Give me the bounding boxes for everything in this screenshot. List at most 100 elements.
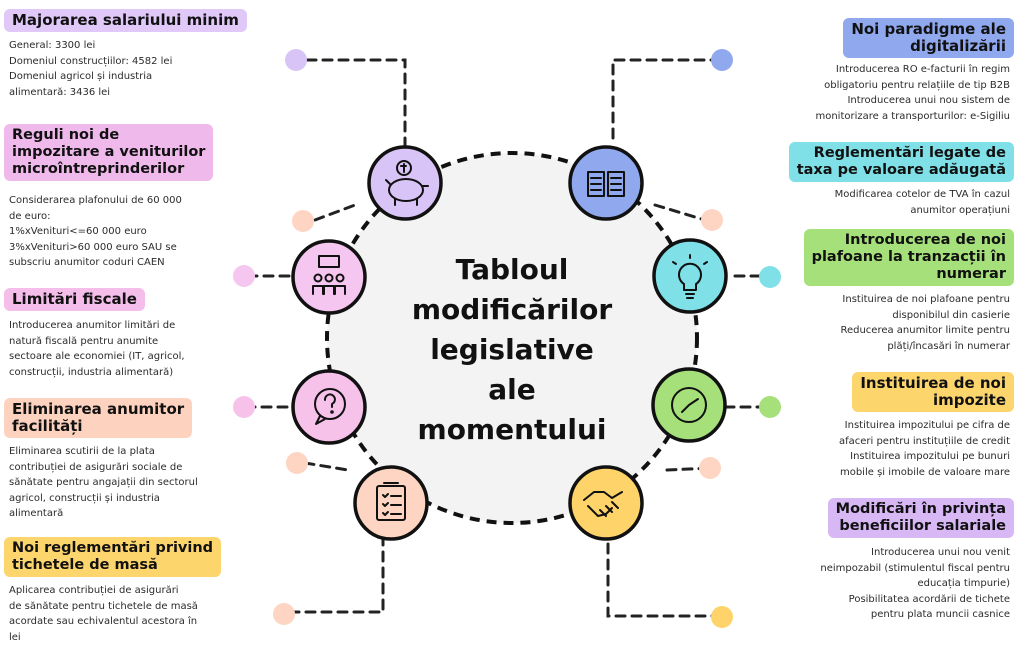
header-line: tichetele de masă: [12, 557, 158, 573]
header-line: Noi paradigme ale: [851, 20, 1006, 38]
body-line: contribuției de asigurări sociale de: [9, 461, 183, 473]
header-tichete-masa: Noi reglementări privind tichetele de ma…: [4, 537, 222, 577]
body-line: natură fiscală pentru anumite: [9, 335, 159, 347]
body-line: de euro:: [9, 210, 51, 222]
body-line: agricol, construcții și industria: [9, 492, 160, 504]
dot-pink-left-2: [233, 396, 255, 418]
header-line: Eliminarea anumitor: [12, 400, 185, 418]
lightbulb-icon: [672, 254, 708, 299]
body-tva: Modificarea cotelor de TVA în cazul anum…: [770, 187, 1010, 218]
header-eliminarea-facilitati: Eliminarea anumitor facilități: [4, 398, 193, 438]
body-line: Introducerea anumitor limitări de: [9, 320, 176, 331]
header-beneficii-salariale: Modificări în privința beneficiilor sala…: [827, 498, 1014, 538]
center-title-line: modificărilor: [411, 293, 613, 326]
body-line: Instituirea de noi plafoane pentru: [842, 294, 1010, 305]
icon-circle-handshake: [568, 465, 644, 541]
body-digitalizarii: Introducerea RO e-facturii în regim obli…: [770, 62, 1010, 124]
body-line: Introducerea unui nou venit: [871, 547, 1010, 558]
body-tichete-masa: Aplicarea contribuției de asigurări de s…: [9, 583, 239, 645]
body-line: monitorizare a transporturilor: e-Sigili…: [815, 110, 1010, 122]
body-line: pentru plata muncii casnice: [870, 609, 1010, 620]
center-title-line: momentului: [417, 413, 607, 446]
body-line: mobile și imobile de valoare mare: [839, 466, 1010, 478]
dot-peach-left-1: [292, 210, 314, 232]
body-line: 1%xVenituri<=60 000 euro: [9, 226, 147, 237]
checklist-icon: [376, 482, 406, 521]
icon-circle-team: [291, 239, 367, 315]
icon-circle-book: [568, 145, 644, 221]
dot-yellow-bottom: [711, 606, 733, 628]
body-line: afaceri pentru instituțiile de credit: [838, 435, 1010, 447]
icon-circle-piggy: [367, 145, 443, 221]
body-line: sectoare ale economiei (IT, agricol,: [9, 351, 185, 362]
body-line: alimentară: 3436 lei: [9, 86, 111, 98]
body-line: Eliminarea scutirii de la plata: [9, 446, 155, 457]
header-plafoane-numerar: Introducerea de noi plafoane la tranzacț…: [803, 229, 1014, 286]
body-line: Modificarea cotelor de TVA în cazul: [834, 189, 1010, 200]
question-bubble-icon: [314, 388, 346, 425]
header-tva: Reglementări legate de taxa pe valoare a…: [788, 142, 1014, 182]
body-line: 3%xVenituri>60 000 euro SAU se: [9, 241, 177, 253]
header-line: facilități: [12, 417, 83, 435]
body-line: Considerarea plafonului de 60 000: [9, 195, 182, 206]
center-title-line: Tabloul: [455, 253, 569, 286]
body-line: General: 3300 lei: [9, 40, 96, 51]
header-digitalizarii: Noi paradigme ale digitalizării: [843, 18, 1014, 58]
dot-peach-bottom: [273, 603, 295, 625]
team-presentation-icon: [312, 255, 346, 295]
body-line: lei: [9, 631, 21, 643]
body-line: alimentară: [9, 508, 64, 519]
dot-green-right: [759, 396, 781, 418]
body-noi-impozite: Instituirea impozitului pe cifra de afac…: [770, 418, 1010, 480]
central-circle: [325, 151, 699, 525]
header-majorarea-salariului: Majorarea salariului minim: [4, 9, 247, 32]
header-line: taxa pe valoare adăugată: [796, 162, 1006, 178]
center-title: Tabloul modificărilor legislative ale mo…: [392, 250, 632, 450]
dot-lavender-top: [285, 49, 307, 71]
body-majorarea-salariului: General: 3300 lei Domeniul construcțiilo…: [9, 38, 239, 100]
body-line: sănătate pentru angajații din sectorul: [9, 477, 198, 488]
icon-circle-lightbulb: [652, 238, 728, 314]
body-line: disponibilul din casierie: [892, 309, 1010, 321]
icon-circle-question: [291, 369, 367, 445]
body-line: acordate sau echivalentul acestora în: [9, 616, 198, 627]
body-line: obligatoriu pentru relațiile de tip B2B: [824, 79, 1010, 91]
body-line: Instituirea impozitului pe bunuri: [850, 451, 1010, 462]
header-line: beneficiilor salariale: [839, 518, 1006, 534]
body-line: anumitor operațiuni: [910, 204, 1010, 216]
body-line: Posibilitatea acordării de tichete: [848, 593, 1010, 605]
header-line: digitalizării: [910, 37, 1006, 55]
header-line: impozite: [932, 391, 1006, 409]
body-plafoane-numerar: Instituirea de noi plafoane pentru dispo…: [770, 292, 1010, 354]
dot-peach-right-1: [701, 209, 723, 231]
body-line: neimpozabil (stimulentul fiscal pentru: [820, 562, 1010, 574]
header-line: microîntreprinderilor: [12, 161, 185, 177]
body-line: subscriu anumitor coduri CAEN: [9, 257, 165, 268]
dot-peach-right-2: [699, 457, 721, 479]
header-line: Reguli noi de: [12, 127, 120, 143]
body-reguli-impozitare: Considerarea plafonului de 60 000 de eur…: [9, 193, 239, 271]
header-line: Noi reglementări privind: [12, 540, 214, 556]
header-limitari-fiscale: Limitări fiscale: [4, 288, 145, 311]
header-line: Instituirea de noi: [860, 374, 1006, 392]
body-line: de sănătate pentru tichetele de masă: [9, 600, 198, 612]
body-line: educația timpurie): [917, 578, 1010, 589]
body-line: Introducerea RO e-facturii în regim: [835, 64, 1010, 75]
connectors: [244, 58, 770, 618]
body-eliminarea-facilitati: Eliminarea scutirii de la plata contribu…: [9, 444, 239, 522]
body-line: Aplicarea contribuției de asigurări: [9, 585, 179, 596]
piggy-bank-icon: [385, 160, 429, 206]
header-line: numerar: [936, 266, 1006, 282]
header-line: plafoane la tranzacții în: [811, 249, 1006, 265]
body-line: Instituirea impozitului pe cifra de: [844, 420, 1010, 431]
clock-icon: [671, 387, 707, 423]
header-line: Limitări fiscale: [12, 290, 137, 308]
header-noi-impozite: Instituirea de noi impozite: [852, 372, 1014, 412]
header-line: Reglementări legate de: [813, 145, 1006, 161]
dot-blue-top: [711, 49, 733, 71]
dot-cyan-right: [759, 266, 781, 288]
header-reguli-impozitare: Reguli noi de impozitare a veniturilor m…: [4, 124, 214, 181]
book-icon: [587, 171, 625, 197]
header-line: Modificări în privința: [835, 501, 1006, 517]
